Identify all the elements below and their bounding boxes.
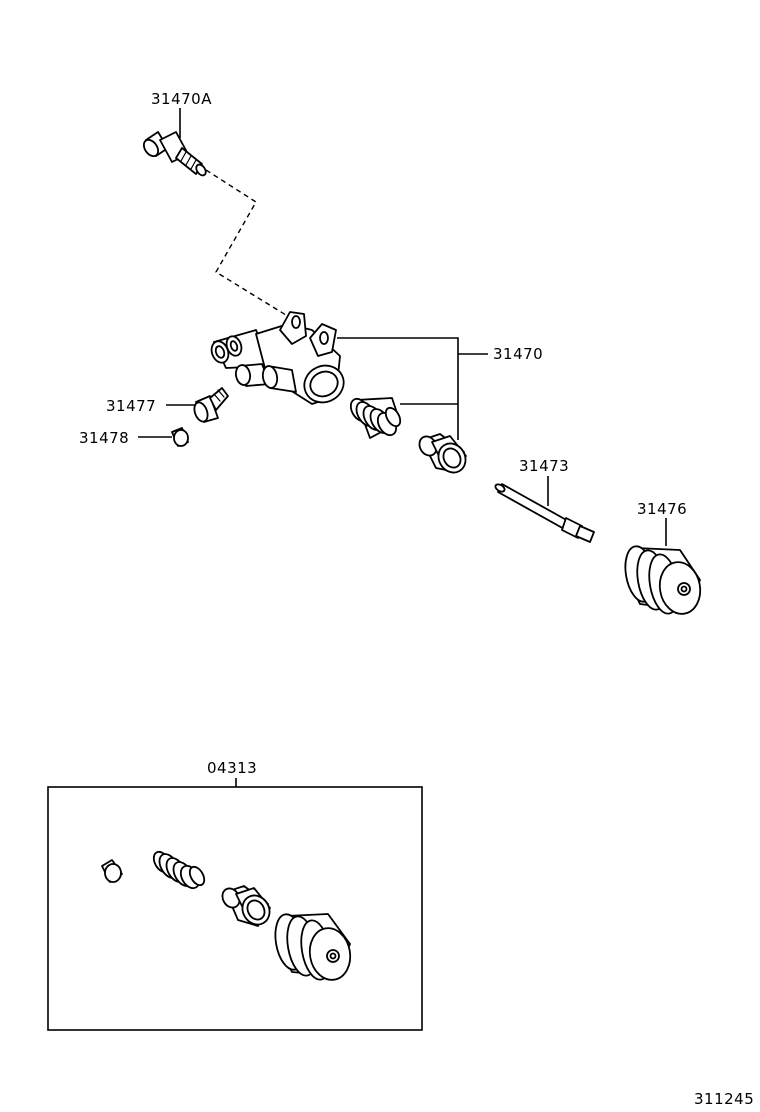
cap-31478[interactable]: 31478 — [79, 427, 189, 447]
illustration-number: 311245 — [694, 1090, 754, 1108]
cylinder-assy-31470[interactable]: 31470 — [209, 311, 543, 477]
label-31473: 31473 — [519, 457, 569, 475]
kit-piston-shape — [221, 885, 271, 927]
repair-kit-04313[interactable]: 04313 — [47, 759, 423, 1031]
bleeder-bolt-shape — [142, 131, 207, 177]
bleeder-dashed-leader — [205, 169, 295, 321]
screw-shape — [193, 387, 229, 423]
kit-boot-shape — [274, 913, 352, 981]
boot-31476[interactable]: 31476 — [621, 500, 704, 617]
boot-shape — [624, 545, 702, 615]
repair-kit-box — [47, 786, 423, 1031]
cap-shape — [171, 427, 189, 447]
kit-cap-shape — [101, 859, 123, 883]
kit-spring-shape — [152, 850, 206, 890]
push-rod-shape — [494, 483, 595, 543]
label-04313: 04313 — [207, 759, 257, 777]
label-31478: 31478 — [79, 429, 129, 447]
label-31477: 31477 — [106, 397, 156, 415]
leader-31470 — [337, 337, 488, 440]
label-31476: 31476 — [637, 500, 687, 518]
bleeder-bolt-31470A[interactable]: 31470A — [141, 90, 295, 321]
screw-31477[interactable]: 31477 — [106, 387, 229, 423]
spring-shape — [349, 397, 402, 439]
cylinder-body-shape — [210, 311, 345, 405]
piston-shape — [418, 433, 467, 474]
label-31470: 31470 — [493, 345, 543, 363]
label-31470A: 31470A — [151, 90, 212, 108]
push-rod-31473[interactable]: 31473 — [494, 457, 595, 543]
